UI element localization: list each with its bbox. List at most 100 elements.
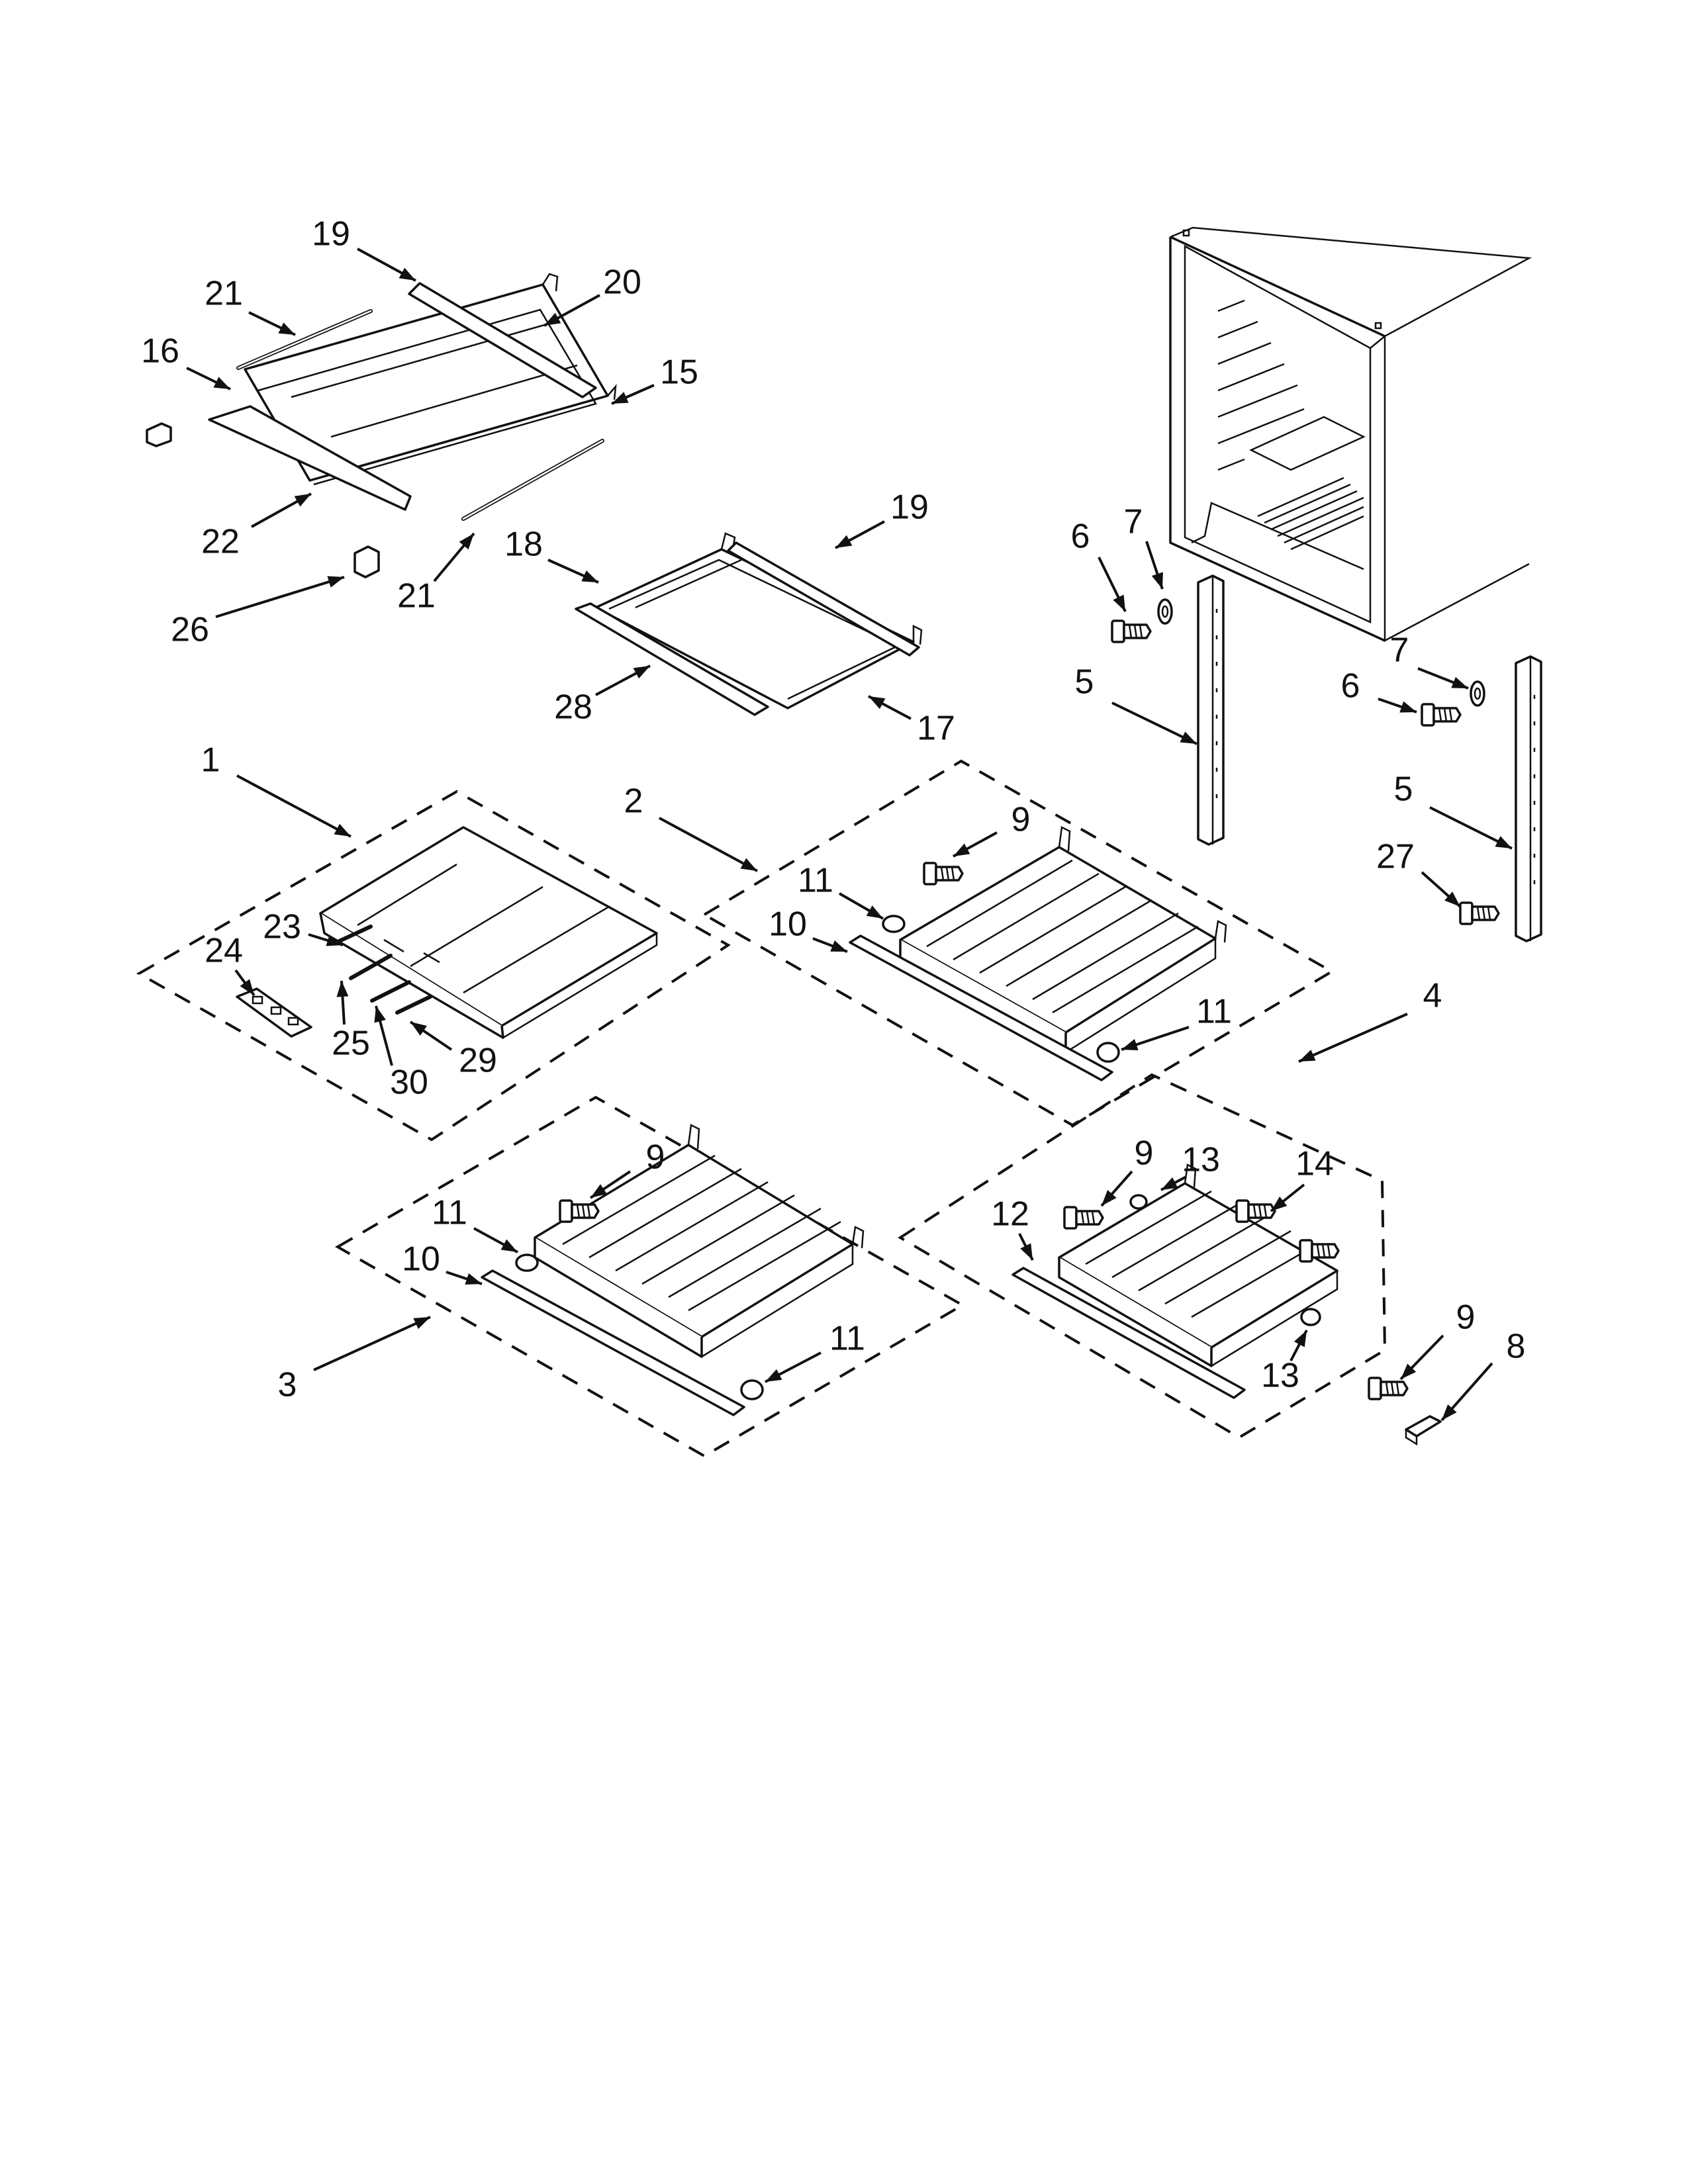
arrowhead-c10b — [465, 1273, 482, 1285]
arrowhead-c12 — [1020, 1243, 1033, 1260]
arrowhead-c11a — [866, 905, 883, 919]
callout-c10a: 10 — [769, 905, 807, 944]
arrowhead-c29 — [410, 1022, 427, 1036]
arrowhead-c26 — [327, 576, 344, 588]
arrowhead-c9a — [953, 843, 970, 856]
arrowhead-c15 — [612, 392, 629, 404]
arrowhead-c21a — [278, 322, 295, 335]
arrowhead-c22 — [294, 494, 311, 507]
leader-lines — [186, 248, 1513, 1422]
arrowhead-c16 — [213, 377, 230, 389]
washer-7-left — [1157, 598, 1173, 625]
callout-c19a: 19 — [312, 215, 350, 253]
callout-c8: 8 — [1507, 1328, 1526, 1366]
callout-c4: 4 — [1423, 977, 1442, 1015]
cabinet — [1169, 226, 1532, 643]
callout-c22: 22 — [201, 523, 240, 561]
callout-c9a: 9 — [1011, 801, 1031, 839]
callout-c2: 2 — [624, 782, 643, 821]
callout-c14: 14 — [1295, 1145, 1334, 1183]
arrowhead-c7a — [1151, 572, 1163, 589]
callout-c23: 23 — [263, 908, 301, 946]
arrowhead-c1 — [334, 823, 351, 837]
screw-9-c — [1063, 1206, 1104, 1230]
screw-6-right — [1421, 703, 1462, 727]
arrowhead-c7b — [1451, 676, 1468, 688]
callout-c21b: 21 — [397, 577, 436, 615]
screw-6-left — [1111, 619, 1152, 643]
callout-c17: 17 — [917, 709, 955, 748]
screw-9-d — [1368, 1377, 1409, 1400]
bracket-8 — [1405, 1415, 1442, 1446]
leader-c3 — [313, 1316, 431, 1371]
rail-left — [1197, 574, 1225, 846]
callout-c7b: 7 — [1390, 631, 1409, 670]
callout-c6b: 6 — [1341, 667, 1360, 705]
arrowhead-c5a — [1180, 731, 1197, 744]
callout-c9c: 9 — [1135, 1134, 1154, 1173]
callout-c13a: 13 — [1182, 1141, 1220, 1179]
screw-9-a — [923, 862, 964, 886]
arrowhead-c2 — [740, 858, 757, 871]
leader-c26 — [215, 576, 345, 618]
arrowhead-c11d — [765, 1369, 782, 1382]
arrowhead-c28 — [633, 666, 650, 679]
arrowhead-c13b — [1293, 1330, 1307, 1347]
callout-c12: 12 — [991, 1195, 1029, 1234]
screw-14-b — [1299, 1239, 1340, 1263]
assembly-4 — [898, 1073, 1387, 1439]
arrowhead-c14 — [1271, 1196, 1288, 1211]
callout-c18: 18 — [504, 525, 543, 564]
screw-27 — [1459, 901, 1500, 925]
leader-c4 — [1298, 1013, 1408, 1063]
arrowhead-c19a — [399, 267, 416, 281]
callout-c25: 25 — [332, 1024, 370, 1063]
callout-c21a: 21 — [205, 275, 243, 313]
shelf-lower — [575, 532, 923, 716]
callout-c9d: 9 — [1456, 1298, 1476, 1337]
callout-c30: 30 — [390, 1064, 428, 1102]
screw-14-a — [1235, 1199, 1276, 1223]
callout-c3: 3 — [278, 1366, 297, 1404]
callout-c24: 24 — [205, 932, 243, 970]
callout-c28: 28 — [554, 688, 592, 727]
arrowhead-c11c — [500, 1239, 518, 1252]
rail-right — [1515, 655, 1542, 942]
clip-26-b — [353, 545, 380, 578]
callout-c16: 16 — [141, 332, 179, 371]
arrowhead-c19b — [835, 535, 853, 548]
arrowhead-c9b — [590, 1184, 607, 1198]
arrowhead-c20 — [544, 312, 561, 326]
shelf-upper — [208, 273, 617, 521]
arrowhead-c23 — [326, 934, 343, 946]
arrowhead-c30 — [374, 1006, 386, 1023]
callout-c27: 27 — [1376, 838, 1415, 876]
arrowhead-c13a — [1161, 1177, 1178, 1190]
callout-c29: 29 — [459, 1042, 497, 1080]
arrowhead-c5b — [1495, 836, 1512, 848]
callout-c15: 15 — [660, 353, 698, 392]
arrowhead-c6b — [1399, 701, 1417, 713]
callout-c9b: 9 — [646, 1138, 665, 1177]
callout-c20: 20 — [603, 263, 641, 302]
arrowhead-c17 — [868, 696, 886, 709]
arrowhead-c9c — [1102, 1190, 1117, 1206]
arrowhead-c21b — [459, 533, 474, 550]
washer-7-right — [1470, 680, 1485, 707]
callout-c5a: 5 — [1075, 663, 1094, 702]
callout-c13b: 13 — [1261, 1357, 1299, 1395]
arrowhead-c18 — [581, 570, 598, 582]
clip-26-a — [146, 422, 172, 447]
callout-c11d: 11 — [829, 1320, 865, 1358]
arrowhead-c11b — [1121, 1038, 1139, 1050]
callout-c11b: 11 — [1196, 993, 1232, 1031]
arrowhead-c6a — [1113, 594, 1125, 612]
arrowhead-c24 — [240, 979, 254, 995]
callout-c1: 1 — [201, 741, 220, 780]
arrowhead-c9d — [1401, 1363, 1417, 1379]
callout-c11a: 11 — [798, 862, 833, 900]
callout-c7a: 7 — [1124, 503, 1143, 541]
arrowhead-c3 — [413, 1317, 430, 1330]
